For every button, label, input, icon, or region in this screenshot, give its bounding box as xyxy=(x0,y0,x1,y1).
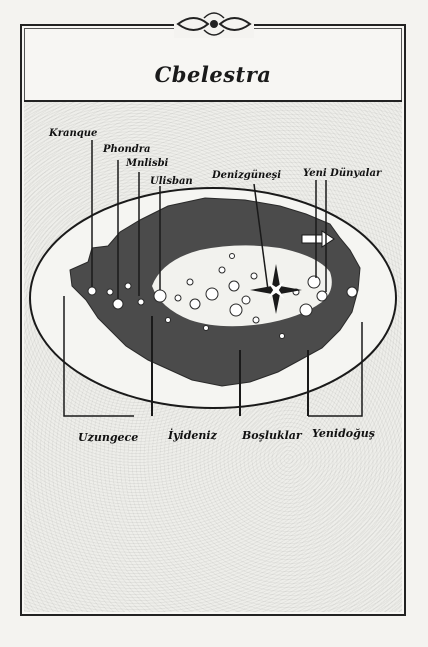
island-dot xyxy=(203,325,209,331)
title-bar: Cbelestra xyxy=(24,48,402,102)
island-dot xyxy=(137,298,145,306)
label-phondra: Phondra xyxy=(102,144,150,155)
label-bosluklar: Boşluklar xyxy=(241,429,303,442)
island-dot xyxy=(307,275,321,289)
island-dot xyxy=(252,316,260,324)
island-dot xyxy=(153,289,167,303)
island-dot xyxy=(299,303,313,317)
island-dots xyxy=(87,253,358,339)
bottom-pointer-lines xyxy=(63,296,363,417)
island-dot xyxy=(316,290,328,302)
island-dot xyxy=(186,278,194,286)
label-iyideniz: İyideniz xyxy=(167,428,218,442)
island-dot xyxy=(124,282,132,290)
island-dot xyxy=(279,333,285,339)
scroll-ornament-icon xyxy=(174,10,254,38)
island-dot xyxy=(229,253,235,259)
top-pointer-lines xyxy=(91,140,327,299)
label-mnlisbi: Mnlisbi xyxy=(125,158,169,169)
island-dot xyxy=(174,294,182,302)
island-dot xyxy=(250,272,258,280)
label-ulisban: Ulisban xyxy=(150,176,193,187)
island-dot xyxy=(106,288,114,296)
island-dot xyxy=(112,298,124,310)
island-dot xyxy=(218,266,226,274)
label-yenidogus: Yenidoğuş xyxy=(312,427,375,440)
island-dot xyxy=(228,280,240,292)
island-dot xyxy=(87,286,97,296)
label-uzungece: Uzungece xyxy=(78,431,138,444)
island-dot xyxy=(241,295,251,305)
island-dot xyxy=(165,317,171,323)
island-dot xyxy=(189,298,201,310)
island-dot xyxy=(346,286,358,298)
label-denizgunesi: Denizgüneşi xyxy=(211,170,281,181)
page-title: Cbelestra xyxy=(154,61,272,87)
label-kranque: Kranque xyxy=(48,128,97,139)
island-dot xyxy=(229,303,243,317)
label-yeni-dunyalar: Yeni Dünyalar xyxy=(303,168,382,179)
island-dot xyxy=(205,287,219,301)
arrow-right-icon xyxy=(301,230,335,248)
compass-star-icon xyxy=(250,264,302,314)
